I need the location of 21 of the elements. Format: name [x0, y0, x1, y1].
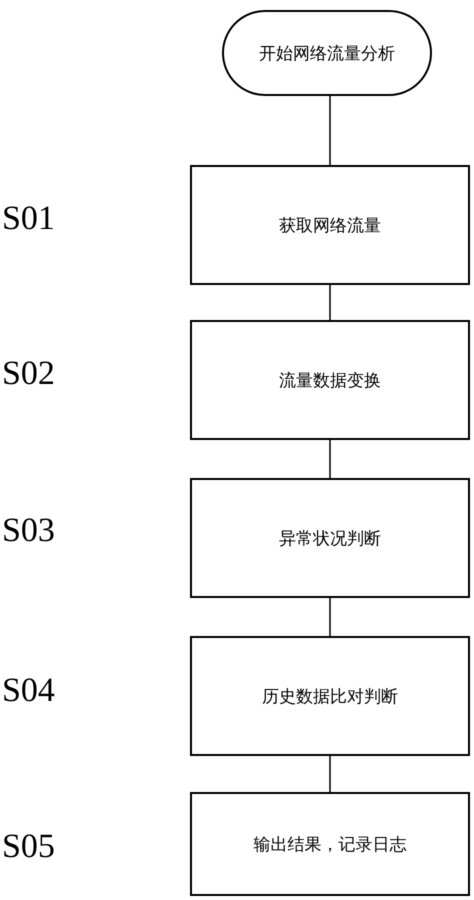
step-text: 历史数据比对判断: [262, 686, 398, 708]
step-text: 获取网络流量: [279, 214, 381, 236]
connector-line: [329, 440, 331, 478]
step-text: 开始网络流量分析: [259, 42, 395, 64]
process-box: [190, 792, 470, 896]
step-text: 输出结果，记录日志: [254, 834, 406, 856]
step-label: S02: [2, 355, 55, 393]
process-box: [190, 636, 470, 756]
step-text: 异常状况判断: [279, 528, 381, 550]
step-label: S01: [2, 200, 55, 238]
connector-line: [329, 756, 331, 792]
process-box: [190, 320, 470, 440]
process-box: [190, 165, 470, 285]
step-label: S05: [2, 828, 55, 866]
connector-line: [329, 598, 331, 636]
connector-line: [329, 285, 331, 320]
connector-line: [329, 96, 331, 165]
step-label: S04: [2, 672, 55, 710]
step-text: 流量数据变换: [279, 370, 381, 392]
step-label: S03: [2, 512, 55, 550]
process-box: [190, 478, 470, 598]
